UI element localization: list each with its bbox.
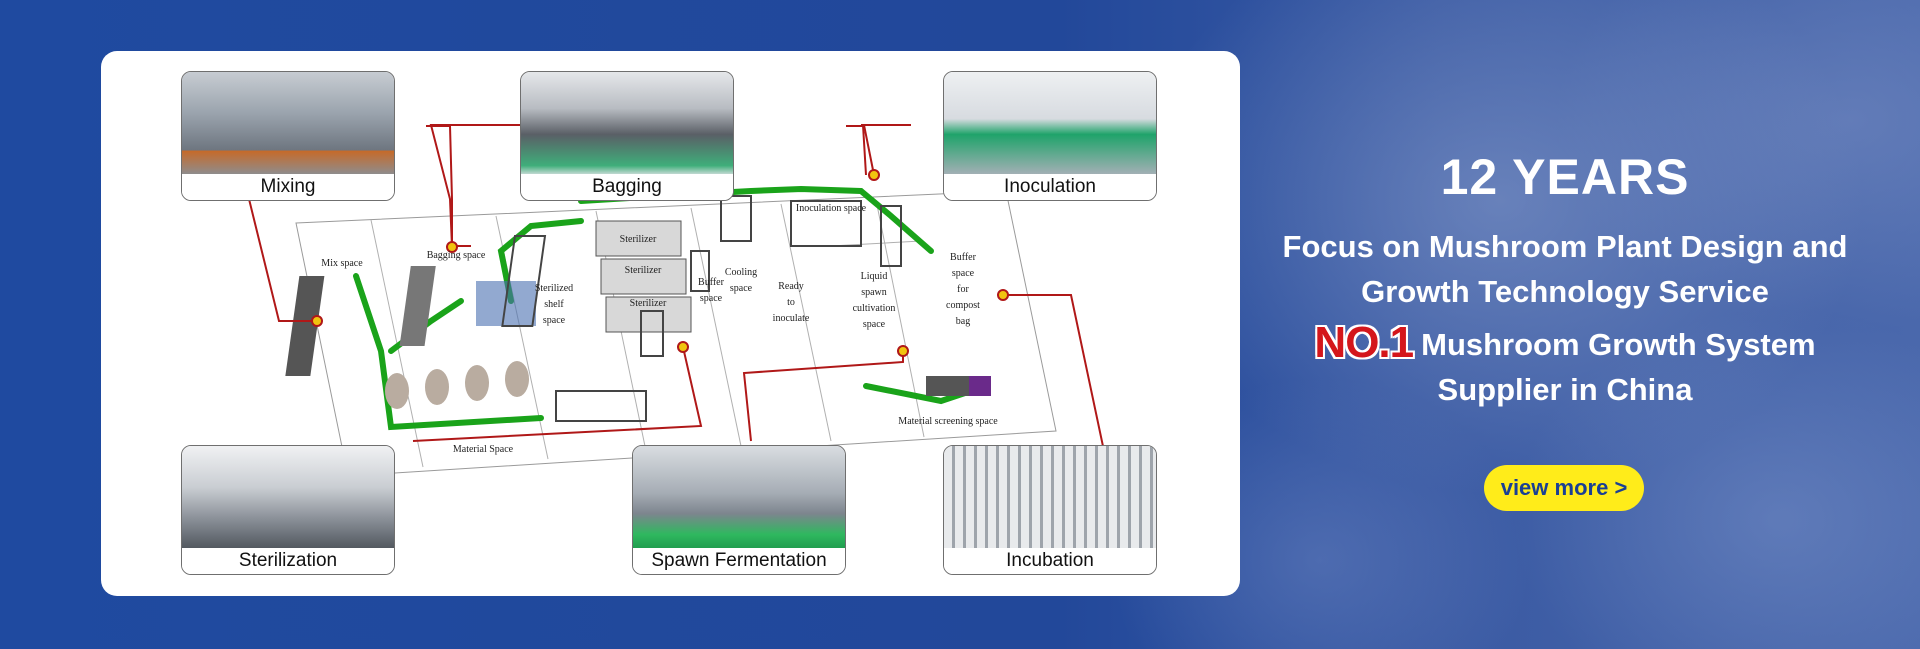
label-sterilizer-3: Sterilizer (630, 298, 667, 309)
label-compost-2: space (952, 268, 975, 279)
label-cooling-2: space (730, 283, 753, 294)
caption-inoculation: Inoculation (944, 174, 1156, 200)
no1-line-2: Supplier in China (1437, 372, 1693, 407)
inoculation-connector (861, 124, 871, 176)
no1-badge: NO.1 (1314, 318, 1414, 367)
label-compost-5: bag (956, 316, 970, 327)
bagging-connector (429, 124, 533, 248)
view-more-label: view more (1500, 475, 1609, 500)
photo-inoculation: Inoculation (943, 71, 1157, 201)
label-ready-2: to (787, 297, 795, 308)
photo-sterilization: Sterilization (181, 445, 395, 575)
caption-sterilization: Sterilization (182, 548, 394, 574)
label-material-space: Material Space (453, 444, 514, 455)
equipment (285, 195, 991, 422)
photo-spawn-fermentation: Spawn Fermentation (632, 445, 846, 575)
label-liquid-1: Liquid (861, 271, 888, 282)
label-sterilizer-2: Sterilizer (625, 265, 662, 276)
label-sterilizer-1: Sterilizer (620, 234, 657, 245)
label-mix-space: Mix space (321, 258, 363, 269)
photo-incubation: Incubation (943, 445, 1157, 575)
label-ready-3: inoculate (773, 313, 810, 324)
floor-plan-outline (295, 190, 1057, 477)
caption-spawn-fermentation: Spawn Fermentation (633, 548, 845, 574)
spawn-fermentation-image (633, 446, 845, 550)
connector-dots (311, 169, 1009, 357)
label-buffer-2: space (700, 293, 723, 304)
caption-bagging: Bagging (521, 174, 733, 200)
bagging-image (521, 72, 733, 176)
label-sterilized-1: Sterilized (535, 283, 573, 294)
caption-incubation: Incubation (944, 548, 1156, 574)
label-material-screening: Material screening space (898, 416, 998, 427)
label-liquid-4: space (863, 319, 886, 330)
label-buffer-1: Buffer (698, 277, 725, 288)
plant-layout-card: Mix space Bagging space Sterilized shelf… (101, 51, 1240, 596)
label-bagging-space: Bagging space (427, 250, 486, 261)
view-more-button[interactable]: view more > (1484, 465, 1644, 511)
label-cooling-1: Cooling (725, 267, 757, 278)
photo-mixing: Mixing (181, 71, 395, 201)
label-inoculation-space: Inoculation space (796, 203, 867, 214)
incubation-image (944, 446, 1156, 550)
focus-text: Focus on Mushroom Plant Design and Growt… (1250, 224, 1880, 314)
plant-layout-diagram: Mix space Bagging space Sterilized shelf… (248, 124, 1105, 477)
chevron-right-icon: > (1614, 475, 1628, 500)
photo-bagging: Bagging (520, 71, 734, 201)
no1-line-1-text: Mushroom Growth System (1421, 327, 1816, 362)
focus-line-2: Growth Technology Service (1361, 274, 1769, 309)
label-compost-3: for (957, 284, 969, 295)
sterilization-image (182, 446, 394, 550)
inoculation-image (944, 72, 1156, 176)
label-compost-4: compost (946, 300, 980, 311)
label-sterilized-3: space (543, 315, 566, 326)
label-liquid-3: cultivation (853, 303, 896, 314)
focus-line-1: Focus on Mushroom Plant Design and (1282, 229, 1848, 264)
caption-mixing: Mixing (182, 174, 394, 200)
years-heading: 12 YEARS (1440, 149, 1690, 205)
mixing-image (182, 72, 394, 176)
label-sterilized-2: shelf (544, 299, 564, 310)
label-liquid-2: spawn (861, 287, 887, 298)
label-compost-1: Buffer (950, 252, 977, 263)
label-ready-1: Ready (778, 281, 804, 292)
